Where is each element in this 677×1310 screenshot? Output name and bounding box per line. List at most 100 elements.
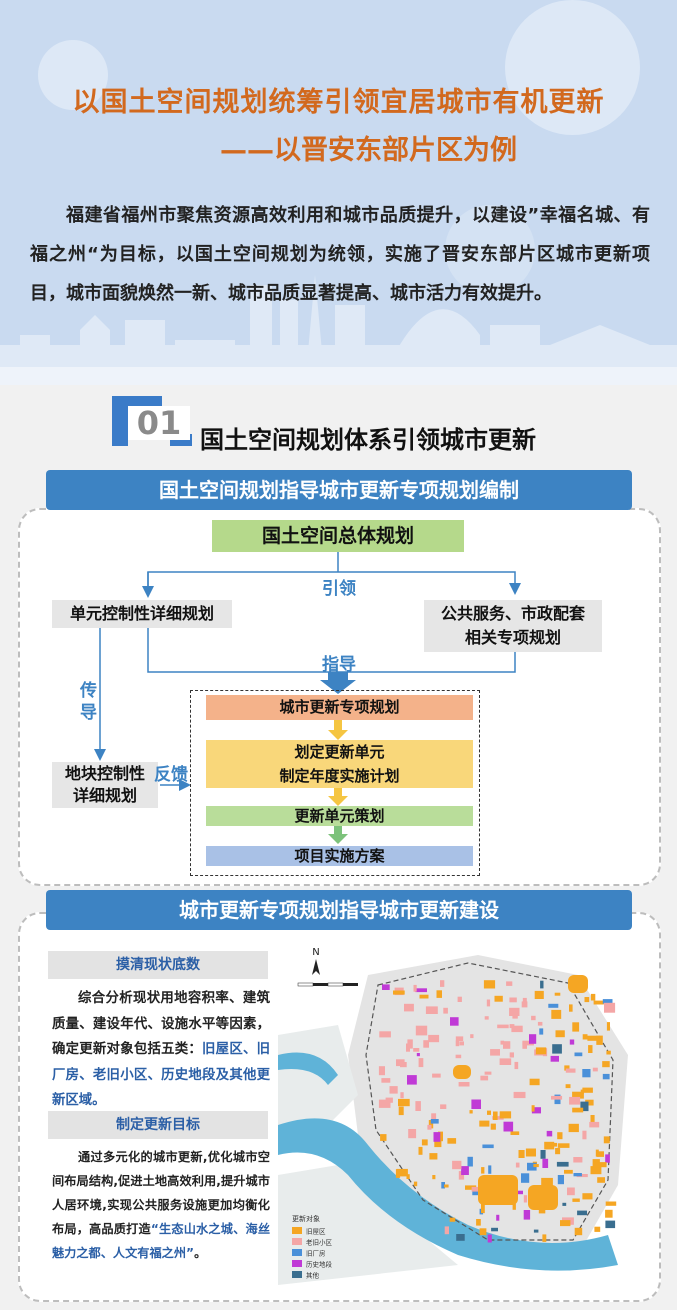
renewal-parcel xyxy=(509,1024,515,1029)
river xyxy=(278,1118,618,1271)
step-define-units: 划定更新单元 制定年度实施计划 xyxy=(206,740,473,788)
current-status-text: 综合分析现状用地容积率、建筑质量、建设年代、设施水平等因素，确定更新对象包括五类… xyxy=(52,991,270,1057)
renewal-parcel xyxy=(569,1004,573,1012)
renewal-parcel xyxy=(569,1039,575,1045)
renewal-parcel xyxy=(455,1040,460,1047)
scale-bar xyxy=(297,982,358,987)
public-service-line2: 相关专项规划 xyxy=(464,628,561,647)
renewal-parcel xyxy=(490,1123,496,1130)
renewal-parcel xyxy=(416,1053,420,1057)
renewal-parcel xyxy=(572,1107,584,1113)
plot-detailed-plan-box: 地块控制性 详细规划 xyxy=(52,762,158,808)
renewal-parcel xyxy=(406,1174,410,1179)
legend-label: 旧厂房 xyxy=(306,1249,326,1258)
legend-title: 更新对象 xyxy=(292,1214,320,1223)
renewal-parcel xyxy=(479,1228,487,1236)
renewal-parcel xyxy=(484,1071,492,1075)
renewal-parcel xyxy=(533,1164,539,1168)
renewal-parcel xyxy=(596,1035,603,1045)
renewal-parcel xyxy=(521,1001,528,1008)
renewal-parcel xyxy=(527,1162,537,1171)
renewal-parcel xyxy=(444,1184,449,1188)
current-status-highlight: 旧屋区、旧厂房、老旧小区、历史地段及其他更新区域。 xyxy=(52,1042,270,1108)
renewal-parcel xyxy=(413,1181,418,1187)
transmit-label-2: 导 xyxy=(80,703,97,723)
renewal-parcel xyxy=(407,1039,413,1049)
renewal-goal-text: 通过多元化的城市更新,优化城市空间布局结构,促进土地高效利用,提升城市人居环境,… xyxy=(52,1150,270,1236)
renewal-parcel xyxy=(604,1002,616,1013)
renewal-parcel xyxy=(389,1086,398,1094)
renewal-parcel xyxy=(431,1113,437,1121)
current-status-paragraph: 综合分析现状用地容积率、建筑质量、建设年代、设施水平等因素，确定更新对象包括五类… xyxy=(52,986,270,1114)
renewal-parcel xyxy=(582,1130,587,1140)
renewal-parcel xyxy=(418,1146,423,1155)
renewal-parcel xyxy=(573,1157,583,1163)
section-title: 国土空间规划体系引领城市更新 xyxy=(200,426,536,454)
renewal-parcel xyxy=(597,1177,605,1183)
renewal-parcel xyxy=(602,1073,610,1080)
master-plan-box: 国土空间总体规划 xyxy=(212,520,464,552)
renewal-parcel xyxy=(542,1234,547,1242)
renewal-parcel xyxy=(488,1165,492,1174)
renewal-parcel xyxy=(469,1110,473,1114)
renewal-parcel xyxy=(605,1201,617,1206)
renewal-parcel xyxy=(590,993,596,1001)
renewal-parcel xyxy=(568,1123,579,1133)
renewal-parcel xyxy=(471,1099,481,1109)
renewal-parcel xyxy=(509,997,517,1003)
renewal-parcel xyxy=(587,1035,597,1041)
header-banner: 以国土空间规划统筹引领宜居城市有机更新 ——以晋安东部片区为例 福建省福州市聚焦… xyxy=(0,0,677,385)
renewal-parcel xyxy=(447,1138,457,1144)
renewal-parcel xyxy=(572,1091,584,1099)
renewal-parcel xyxy=(594,1226,601,1232)
renewal-parcel xyxy=(546,1130,553,1137)
renewal-parcel xyxy=(523,1210,531,1220)
renewal-parcel xyxy=(487,1110,491,1115)
renewal-parcel xyxy=(531,1015,536,1021)
renewal-parcel xyxy=(481,1167,485,1174)
renewal-parcel xyxy=(528,1185,558,1210)
renewal-parcel xyxy=(396,1168,408,1177)
renewal-parcel xyxy=(494,995,503,1002)
renewal-parcel xyxy=(580,1089,584,1094)
renewal-parcels xyxy=(378,975,617,1243)
section-number: 01 xyxy=(128,406,190,440)
renewal-parcel xyxy=(539,1028,544,1035)
step-unit-planning: 更新单元策划 xyxy=(206,806,473,826)
renewal-parcel xyxy=(378,1066,385,1076)
renewal-parcel xyxy=(565,1084,571,1089)
renewal-parcel xyxy=(506,981,513,986)
step-implementation: 项目实施方案 xyxy=(206,846,473,866)
renewal-parcel xyxy=(597,1162,607,1168)
renewal-parcel xyxy=(396,1059,405,1067)
renewal-parcel xyxy=(540,1150,546,1159)
section-banner-1: 国土空间规划指导城市更新专项规划编制 xyxy=(46,470,632,510)
renewal-parcel xyxy=(522,997,527,1005)
page-subtitle: ——以晋安东部片区为例 xyxy=(220,135,517,166)
step2-line1: 划定更新单元 xyxy=(294,743,385,761)
renewal-parcel xyxy=(548,1003,559,1008)
renewal-parcel xyxy=(555,1148,561,1155)
renewal-parcel xyxy=(503,1121,514,1132)
renewal-parcel xyxy=(573,1173,582,1177)
renewal-parcel xyxy=(381,1078,391,1083)
legend-swatch xyxy=(292,1260,302,1267)
renewal-parcel xyxy=(606,1050,611,1055)
renewal-goal-paragraph: 通过多元化的城市更新,优化城市空间布局结构,促进土地高效利用,提升城市人居环境,… xyxy=(52,1145,270,1265)
decor-bubble xyxy=(445,205,535,295)
plot-plan-line1: 地块控制性 xyxy=(64,764,145,783)
renewal-parcel xyxy=(378,1099,391,1108)
step2-line2: 制定年度实施计划 xyxy=(279,767,400,785)
renewal-parcel xyxy=(458,1171,465,1180)
renewal-parcel xyxy=(382,984,390,990)
renewal-parcel xyxy=(455,1036,464,1041)
renewal-parcel xyxy=(398,1106,404,1116)
legend-label: 老旧小区 xyxy=(306,1238,333,1247)
renewal-parcel xyxy=(432,1073,441,1078)
renewal-parcel xyxy=(456,1234,465,1241)
renewal-parcel xyxy=(413,1048,420,1052)
renewal-parcel xyxy=(564,1065,570,1071)
renewal-parcel xyxy=(428,1034,440,1043)
